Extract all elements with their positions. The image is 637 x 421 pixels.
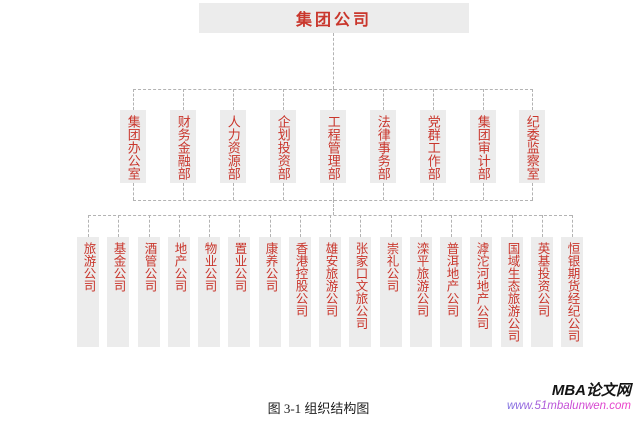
dept-box: 人力资源部 bbox=[220, 110, 246, 183]
connector-mid-drop bbox=[333, 200, 334, 215]
subsidiary-box: 张家口文旅公司 bbox=[349, 237, 371, 347]
connector-dept-drop bbox=[532, 89, 533, 110]
connector-sub-drop bbox=[542, 215, 543, 237]
dept-box: 企划投资部 bbox=[270, 110, 296, 183]
subsidiary-label: 物业公司 bbox=[202, 242, 217, 292]
subsidiary-box: 旅游公司 bbox=[77, 237, 99, 347]
subsidiary-label: 地产公司 bbox=[172, 242, 187, 292]
subsidiary-box: 国域生态旅游公司 bbox=[501, 237, 523, 347]
connector-sub-drop bbox=[512, 215, 513, 237]
connector-dept-down bbox=[283, 183, 284, 200]
connector-dept-down bbox=[233, 183, 234, 200]
org-root-label: 集团公司 bbox=[295, 12, 372, 29]
watermark-brand: MBA论文网 bbox=[551, 382, 631, 399]
connector-sub-drop bbox=[330, 215, 331, 237]
watermark-url-link[interactable]: www.51mbalunwen.com bbox=[506, 399, 631, 412]
connector-sub-drop bbox=[270, 215, 271, 237]
subsidiary-label: 香港控股公司 bbox=[293, 242, 308, 317]
connector-dept-down bbox=[532, 183, 533, 200]
subsidiary-box: 崇礼公司 bbox=[380, 237, 402, 347]
subsidiary-label: 英基投资公司 bbox=[535, 242, 550, 317]
connector-dept-down bbox=[133, 183, 134, 200]
connector-dept-drop bbox=[433, 89, 434, 110]
subsidiary-label: 恒银期货经纪公司 bbox=[565, 242, 580, 342]
connector-sub-drop bbox=[179, 215, 180, 237]
subsidiary-box: 英基投资公司 bbox=[531, 237, 553, 347]
subsidiary-label: 酒管公司 bbox=[142, 242, 157, 292]
connector-sub-drop bbox=[391, 215, 392, 237]
connector-dept-drop bbox=[283, 89, 284, 110]
dept-label: 党群工作部 bbox=[425, 115, 441, 180]
subsidiary-box: 地产公司 bbox=[168, 237, 190, 347]
subsidiary-label: 国域生态旅游公司 bbox=[505, 242, 520, 342]
subsidiary-box: 滹沱河地产公司 bbox=[470, 237, 492, 347]
connector-sub-drop bbox=[360, 215, 361, 237]
subsidiary-box: 香港控股公司 bbox=[289, 237, 311, 347]
connector-sub-drop bbox=[118, 215, 119, 237]
subsidiary-label: 张家口文旅公司 bbox=[353, 242, 368, 330]
dept-box: 法律事务部 bbox=[370, 110, 396, 183]
subsidiary-box: 滦平旅游公司 bbox=[410, 237, 432, 347]
dept-label: 工程管理部 bbox=[325, 115, 341, 180]
subsidiary-label: 旅游公司 bbox=[81, 242, 96, 292]
subsidiary-label: 滦平旅游公司 bbox=[414, 242, 429, 317]
connector-sub-drop bbox=[88, 215, 89, 237]
dept-box: 纪委监察室 bbox=[519, 110, 545, 183]
connector-dept-drop bbox=[333, 89, 334, 110]
org-root-box: 集团公司 bbox=[199, 3, 469, 33]
subsidiary-box: 雄安旅游公司 bbox=[319, 237, 341, 347]
connector-sub-drop bbox=[209, 215, 210, 237]
connector-dept-drop bbox=[183, 89, 184, 110]
subsidiary-label: 崇礼公司 bbox=[384, 242, 399, 292]
connector-dept-down bbox=[183, 183, 184, 200]
connector-dept-down bbox=[433, 183, 434, 200]
dept-label: 集团办公室 bbox=[125, 115, 141, 180]
subsidiary-label: 滹沱河地产公司 bbox=[474, 242, 489, 330]
subsidiary-box: 恒银期货经纪公司 bbox=[561, 237, 583, 347]
dept-label: 纪委监察室 bbox=[524, 115, 540, 180]
subsidiary-label: 雄安旅游公司 bbox=[323, 242, 338, 317]
subsidiary-label: 普洱地产公司 bbox=[444, 242, 459, 317]
subsidiary-box: 酒管公司 bbox=[138, 237, 160, 347]
connector-dept-drop bbox=[483, 89, 484, 110]
dept-label: 法律事务部 bbox=[375, 115, 391, 180]
dept-box: 财务金融部 bbox=[170, 110, 196, 183]
dept-box: 党群工作部 bbox=[420, 110, 446, 183]
connector-dept-drop bbox=[233, 89, 234, 110]
subsidiary-box: 基金公司 bbox=[107, 237, 129, 347]
connector-sub-drop bbox=[300, 215, 301, 237]
subsidiary-label: 置业公司 bbox=[232, 242, 247, 292]
connector-sub-drop bbox=[239, 215, 240, 237]
connector-sub-drop bbox=[421, 215, 422, 237]
subsidiary-box: 物业公司 bbox=[198, 237, 220, 347]
dept-label: 企划投资部 bbox=[275, 115, 291, 180]
dept-box: 集团办公室 bbox=[120, 110, 146, 183]
connector-sub-drop bbox=[149, 215, 150, 237]
connector-sub-drop bbox=[451, 215, 452, 237]
connector-dept-drop bbox=[133, 89, 134, 110]
subsidiary-box: 置业公司 bbox=[228, 237, 250, 347]
subsidiary-box: 康养公司 bbox=[259, 237, 281, 347]
dept-label: 集团审计部 bbox=[475, 115, 491, 180]
figure-caption: 图 3-1 组织结构图 bbox=[267, 401, 370, 416]
subsidiary-label: 康养公司 bbox=[263, 242, 278, 292]
watermark: MBA论文网 www.51mbalunwen.com bbox=[506, 382, 631, 413]
dept-label: 财务金融部 bbox=[175, 115, 191, 180]
connector-dept-down bbox=[383, 183, 384, 200]
subsidiary-box: 普洱地产公司 bbox=[440, 237, 462, 347]
connector-dept-down bbox=[333, 183, 334, 200]
connector-dept-drop bbox=[383, 89, 384, 110]
connector-sub-drop bbox=[572, 215, 573, 237]
connector-sub-drop bbox=[481, 215, 482, 237]
subsidiary-label: 基金公司 bbox=[111, 242, 126, 292]
dept-box: 集团审计部 bbox=[470, 110, 496, 183]
connector-root-drop bbox=[333, 33, 334, 89]
dept-box: 工程管理部 bbox=[320, 110, 346, 183]
connector-dept-down bbox=[483, 183, 484, 200]
dept-label: 人力资源部 bbox=[225, 115, 241, 180]
